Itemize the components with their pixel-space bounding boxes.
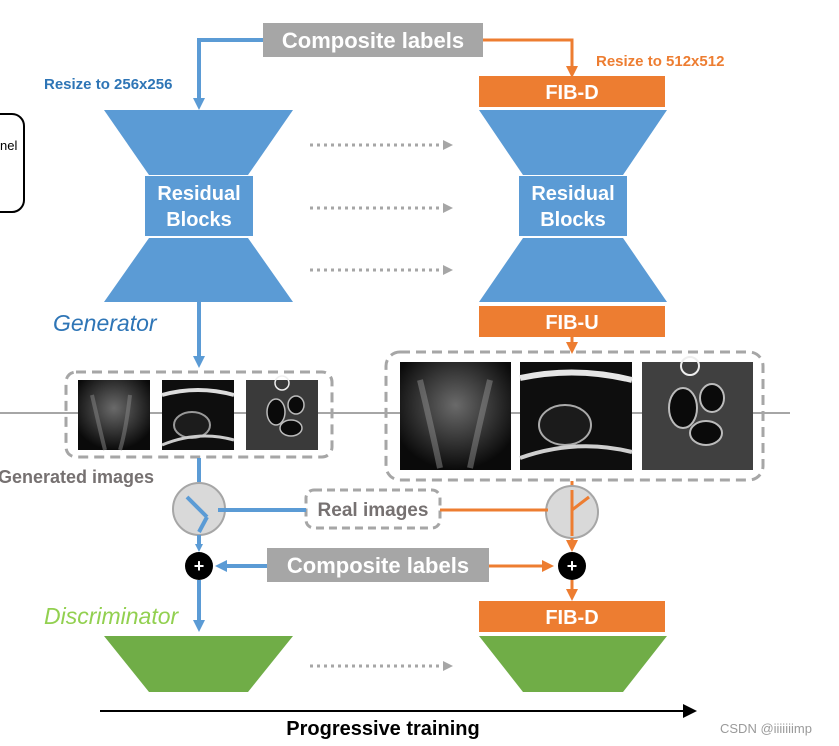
- encoder-trapezoid: [104, 110, 293, 175]
- fib-u-text: FIB-U: [545, 312, 598, 334]
- decoder-trapezoid-right: [479, 238, 667, 302]
- real-images-box: Real images: [304, 488, 442, 530]
- generator-right: FIB-D Residual Blocks FIB-U: [479, 76, 667, 337]
- top-composite-labels-text: Composite labels: [282, 28, 464, 53]
- generated-images-right: [384, 350, 765, 482]
- plus-circle-icon: +: [185, 552, 213, 580]
- residual-right-line2: Blocks: [540, 209, 606, 231]
- encoder-trapezoid-right: [479, 110, 667, 175]
- svg-text:+: +: [567, 556, 578, 576]
- ultrasound-thumb: [161, 380, 235, 450]
- top-blue-arrow: [193, 38, 263, 110]
- resize-512-label: Resize to 512x512: [596, 53, 724, 70]
- ultrasound-thumb: [519, 362, 633, 470]
- decoder-trapezoid: [104, 238, 293, 302]
- watermark: CSDN @iiiiiiimp: [720, 721, 812, 736]
- partial-left-box: nel: [0, 113, 25, 213]
- fib-d-top-text: FIB-D: [545, 82, 598, 104]
- resize-256-label: Resize to 256x256: [44, 76, 172, 93]
- fib-d-bottom-box: FIB-D: [479, 601, 665, 632]
- generator-left: Residual Blocks: [104, 110, 293, 302]
- svg-text:+: +: [194, 556, 205, 576]
- generated-images-left: [64, 370, 334, 459]
- bottom-composite-labels-text: Composite labels: [287, 553, 469, 578]
- top-composite-labels-box: Composite labels: [263, 23, 483, 57]
- residual-right-line1: Residual: [531, 183, 614, 205]
- ultrasound-thumb: [246, 375, 318, 450]
- residual-blocks-box-right: [519, 176, 627, 236]
- ultrasound-thumb: [400, 362, 511, 470]
- partial-left-text: nel: [0, 138, 17, 153]
- ultrasound-thumb: [78, 380, 150, 451]
- top-orange-arrow: [483, 38, 578, 78]
- generated-images-label: Generated images: [0, 467, 154, 487]
- discriminator-right: [479, 636, 667, 692]
- fib-u-box: [479, 306, 665, 337]
- fib-d-top-box: [479, 76, 665, 107]
- bottom-composite-labels-box: Composite labels: [267, 548, 489, 582]
- switch-icon: [172, 482, 226, 536]
- ultrasound-thumb: [642, 356, 753, 470]
- plus-circle-icon: +: [558, 552, 586, 580]
- progressive-training-label: Progressive training: [286, 718, 479, 740]
- discriminator-left: [104, 636, 293, 692]
- generator-label: Generator: [53, 310, 158, 336]
- switch-icon: [545, 485, 599, 539]
- residual-blocks-box: [145, 176, 253, 236]
- fib-d-bottom-text: FIB-D: [545, 607, 598, 629]
- real-images-text: Real images: [318, 500, 429, 521]
- discriminator-label: Discriminator: [44, 603, 180, 629]
- residual-line2: Blocks: [166, 209, 232, 231]
- residual-line1: Residual: [157, 183, 240, 205]
